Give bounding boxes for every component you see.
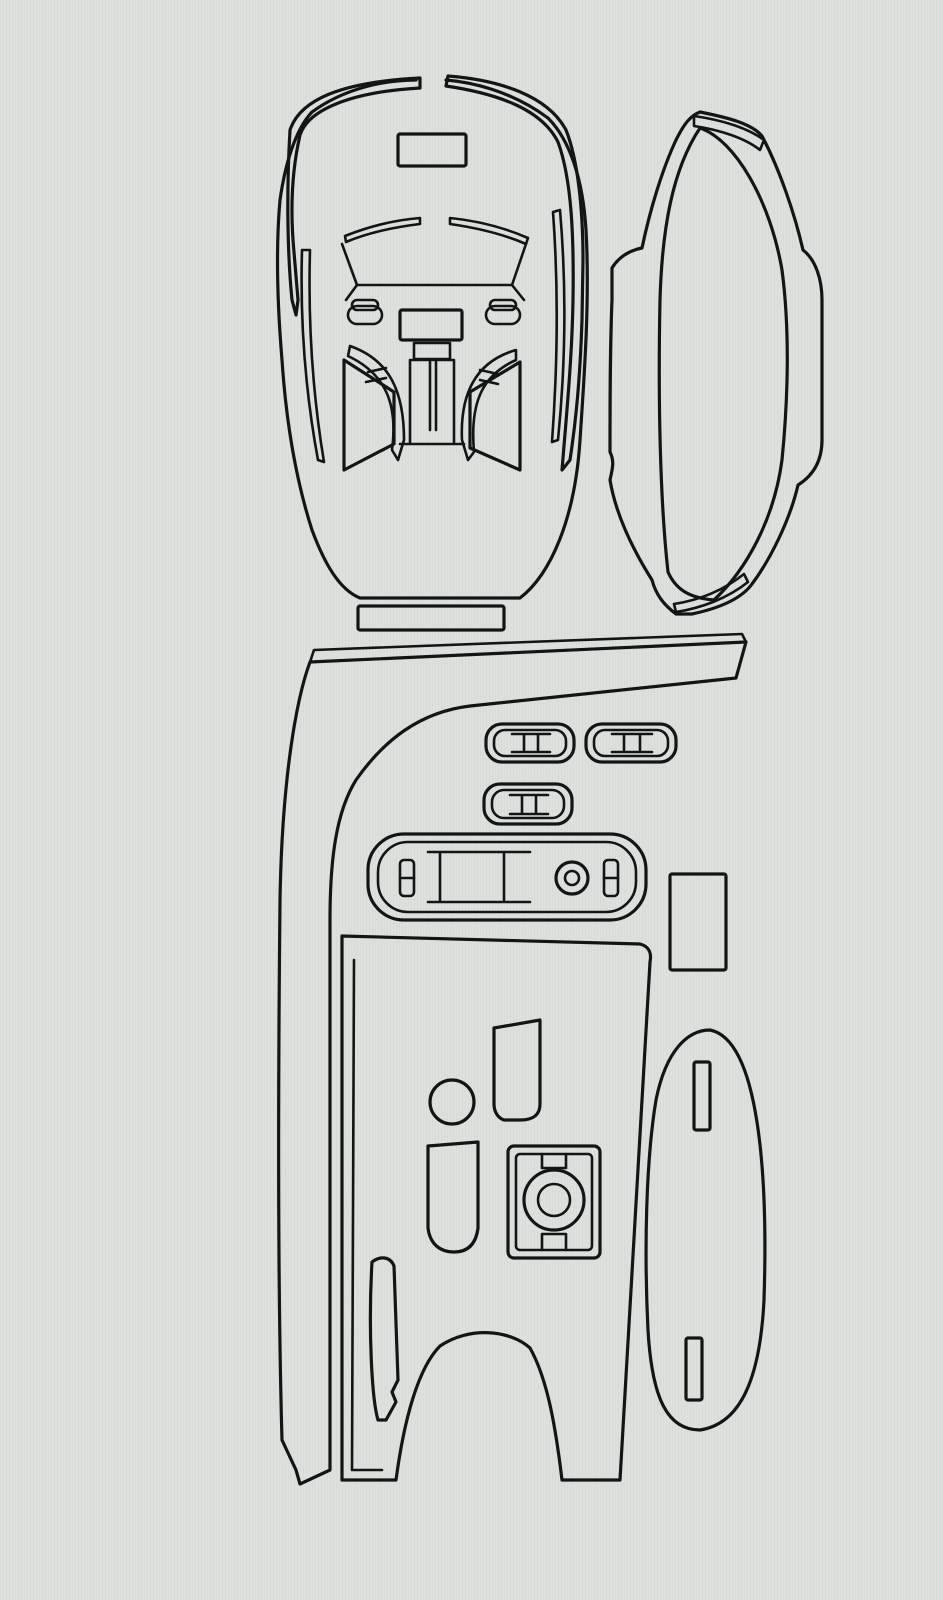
cluster-inner-trim-strip [286,76,422,317]
cluster-brow-right [448,216,530,246]
cluster-brow-left [343,216,422,244]
cluster-top-window [396,132,468,168]
screen-bezel-top-strip [692,114,766,152]
small-switch-blank-plate [668,872,728,972]
armrest-lid-bottom-slot [684,1336,704,1402]
switch-lifter-rear-right-inner [592,728,670,758]
cluster-center-window [398,308,464,342]
cluster-left-hook [346,344,406,462]
armrest-lid-outline [644,1028,767,1432]
switch-bar-rotary-knob-center [563,869,581,887]
cluster-right-edge-strip [550,208,566,444]
cluster-hood-outline [340,242,528,302]
cluster-right-hook [460,348,518,462]
cupholder-slot-lower [426,1140,480,1254]
center-screen-bezel [608,110,824,616]
cigarette-socket-ring [428,1078,476,1126]
cluster-right-wedge [468,360,522,472]
cluster-left-edge-strip [300,248,326,464]
switch-window-lifter-front [482,782,574,826]
center-console-panel [277,632,748,1486]
switch-lifter-rear-left-glyph [510,732,552,754]
switch-lifter-rear-left-inner [492,728,568,758]
cluster-inner-trim-strip-right [444,74,585,472]
screen-bezel-inner-window [657,126,789,602]
gear-selector-inner-frame [514,1152,594,1252]
cluster-left-wedge [342,358,396,472]
control-switch-bar-inner [376,840,638,914]
cluster-center-h-bracket [398,358,466,446]
cupholder-slot-upper [492,1018,542,1122]
cluster-left-pill-button [346,304,384,326]
switch-lifter-front-inner [490,788,566,820]
cluster-right-pill-button [484,304,522,326]
cluster-center-block [412,341,452,361]
instrument-cluster-surround [275,74,589,600]
console-left-slot-trim [368,1256,400,1422]
cluster-right-vent-line [478,368,500,386]
switch-window-lifter-rear-left [484,722,576,764]
console-lower-tray [340,934,653,1482]
console-lower-tray-inner-edge [350,958,384,1472]
gear-selector-top-notch [540,1152,568,1170]
switch-lifter-front-glyph [508,793,550,816]
switch-bar-center-bracket [426,850,532,904]
gear-selector-surround [506,1144,602,1260]
switch-bar-rotary-knob [554,860,590,896]
switch-lifter-rear-right-glyph [610,732,654,754]
armrest-lid [644,1028,767,1432]
cluster-lower-trim-strip [356,604,506,632]
armrest-lid-top-slot [692,1060,712,1132]
gear-selector-knob-ring [522,1168,586,1232]
cluster-outer-outline [275,78,589,600]
cluster-right-pill-button-top [488,298,518,312]
screen-bezel-outer [608,110,824,616]
gear-selector-bottom-notch [540,1232,568,1252]
console-side-rail [277,640,748,1486]
switch-window-lifter-rear-right [584,722,678,764]
console-top-trim-strip [308,632,748,664]
control-switch-bar [366,832,648,922]
cluster-left-pill-button-top [350,298,380,312]
cluster-left-vent-line [364,366,388,384]
gear-selector-knob-center [536,1182,572,1218]
